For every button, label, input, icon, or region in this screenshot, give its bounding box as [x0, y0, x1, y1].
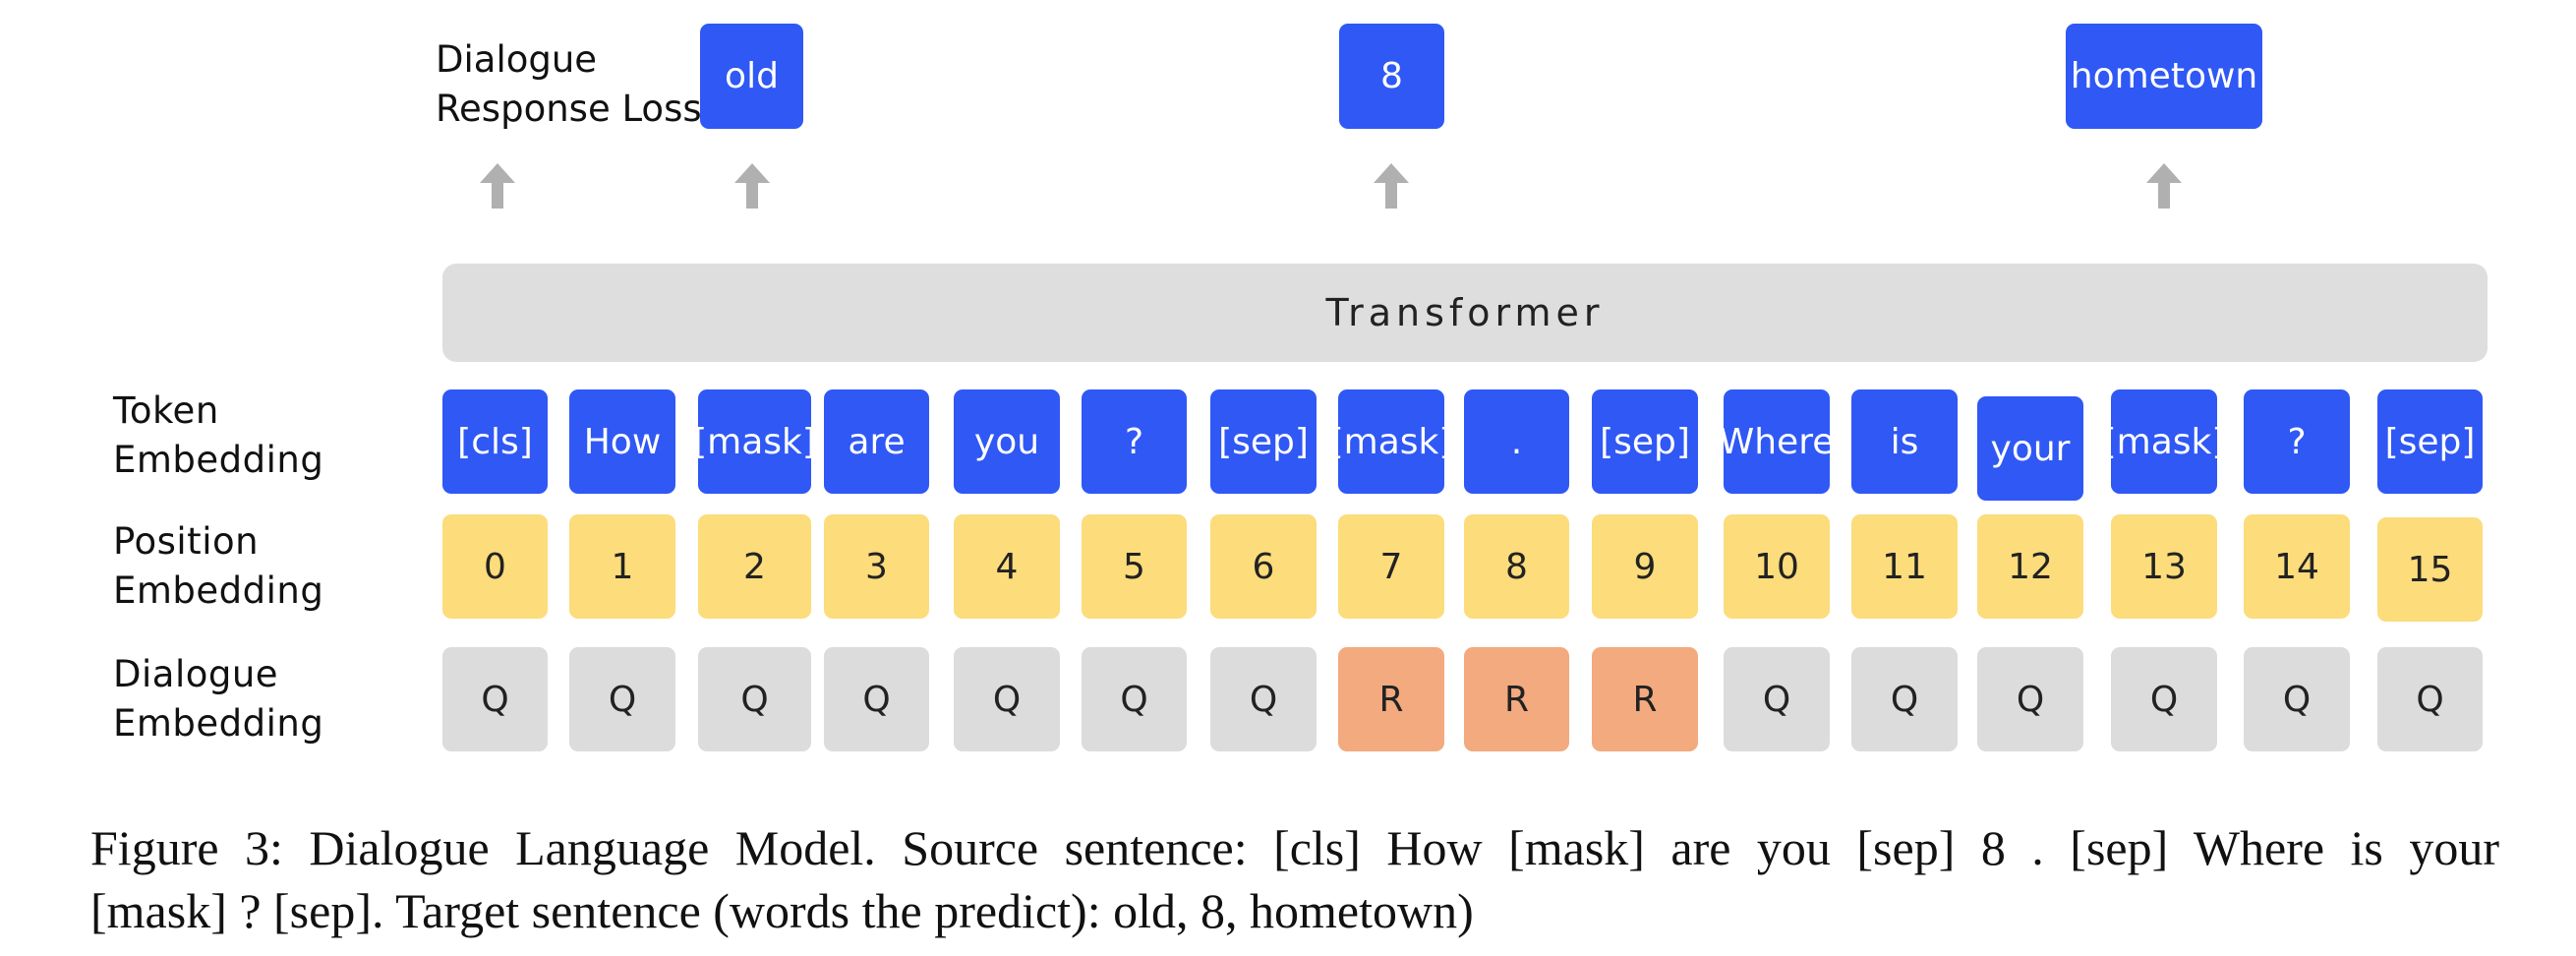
dialogue-label-line1: Dialogue: [113, 653, 279, 695]
up-arrow-icon: [734, 163, 770, 209]
dialogue-tile-query: Q: [1210, 647, 1317, 751]
dialogue-embedding-label: Dialogue Embedding: [113, 650, 323, 748]
loss-label-line1: Dialogue: [436, 38, 598, 81]
up-arrow-icon: [480, 163, 515, 209]
token-tile: [mask]: [2103, 389, 2225, 494]
token-tile: .: [1464, 389, 1569, 494]
dialogue-tile-query: Q: [1724, 647, 1830, 751]
token-tile: ?: [1082, 389, 1187, 494]
position-tile: 15: [2377, 517, 2483, 622]
dialogue-tile-query: Q: [2377, 647, 2483, 751]
dialogue-tile-query: Q: [1851, 647, 1958, 751]
token-tile: [mask]: [693, 389, 816, 494]
token-tile: are: [824, 389, 929, 494]
position-tile: 6: [1210, 514, 1317, 619]
position-tile: 12: [1977, 514, 2083, 619]
token-tile: you: [954, 389, 1060, 494]
dialogue-label-line2: Embedding: [113, 702, 324, 745]
token-tile: [sep]: [1210, 389, 1317, 494]
token-tile: [cls]: [442, 389, 548, 494]
position-tile: 0: [442, 514, 548, 619]
transformer-block: Transformer: [442, 264, 2488, 362]
up-arrow-icon: [1374, 163, 1409, 209]
token-embedding-label: Token Embedding: [113, 387, 323, 485]
dialogue-tile-query: Q: [954, 647, 1060, 751]
output-word-box: old: [700, 24, 803, 129]
dialogue-tile-response: R: [1464, 647, 1569, 751]
dialogue-tile-query: Q: [2111, 647, 2217, 751]
position-tile: 7: [1338, 514, 1444, 619]
position-tile: 8: [1464, 514, 1569, 619]
figure-caption: Figure 3: Dialogue Language Model. Sourc…: [90, 816, 2499, 942]
token-tile: your: [1977, 396, 2083, 501]
position-tile: 10: [1724, 514, 1830, 619]
position-tile: 9: [1592, 514, 1698, 619]
loss-label-line2: Response Loss: [436, 88, 702, 130]
dialogue-tile-query: Q: [1977, 647, 2083, 751]
transformer-label: Transformer: [1325, 291, 1605, 334]
position-tile: 1: [569, 514, 675, 619]
dialogue-tile-query: Q: [698, 647, 811, 751]
output-word-box: 8: [1339, 24, 1444, 129]
caption-line2: [mask] ? [sep]. Target sentence (words t…: [90, 883, 1474, 938]
position-tile: 5: [1082, 514, 1187, 619]
token-tile: ?: [2244, 389, 2350, 494]
output-word-box: hometown: [2066, 24, 2262, 129]
token-tile: [mask]: [1330, 389, 1452, 494]
token-tile: is: [1851, 389, 1958, 494]
dialogue-tile-query: Q: [824, 647, 929, 751]
dialogue-tile-query: Q: [2244, 647, 2350, 751]
dialogue-tile-query: Q: [1082, 647, 1187, 751]
caption-line1: Figure 3: Dialogue Language Model. Sourc…: [90, 820, 2499, 875]
dialogue-tile-response: R: [1338, 647, 1444, 751]
position-label-line2: Embedding: [113, 569, 324, 612]
dialogue-tile-query: Q: [569, 647, 675, 751]
position-label-line1: Position: [113, 520, 260, 563]
position-tile: 3: [824, 514, 929, 619]
position-tile: 2: [698, 514, 811, 619]
dialogue-tile-response: R: [1592, 647, 1698, 751]
position-embedding-label: Position Embedding: [113, 517, 323, 616]
dialogue-tile-query: Q: [442, 647, 548, 751]
position-tile: 11: [1851, 514, 1958, 619]
dialogue-response-loss-label: Dialogue Response Loss: [436, 35, 702, 134]
token-label-line2: Embedding: [113, 439, 324, 481]
token-tile: [sep]: [2377, 389, 2483, 494]
token-label-line1: Token: [113, 389, 219, 432]
token-tile: [sep]: [1592, 389, 1698, 494]
position-tile: 4: [954, 514, 1060, 619]
position-tile: 14: [2244, 514, 2350, 619]
token-tile: How: [569, 389, 675, 494]
position-tile: 13: [2111, 514, 2217, 619]
token-tile: Where: [1720, 389, 1834, 494]
up-arrow-icon: [2146, 163, 2182, 209]
